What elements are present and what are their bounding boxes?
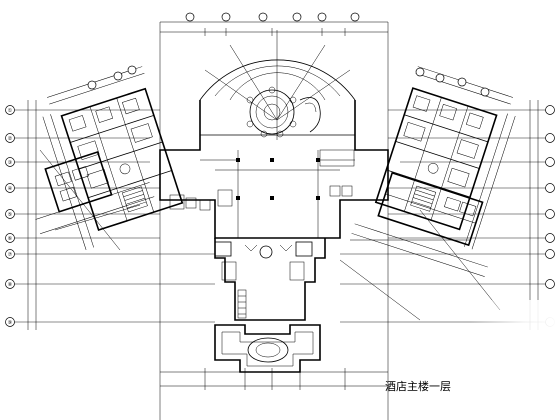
entrance-porch (214, 238, 326, 321)
left-lower-block (35, 150, 155, 234)
top-dimension-lines (159, 21, 389, 420)
top-axis-bubbles (185, 12, 360, 22)
axis-bubble-label: ③ (8, 160, 12, 166)
construction-lines (39, 149, 501, 321)
horizontal-grid-lines (10, 100, 550, 330)
axis-bubble-label: ⑦ (8, 252, 13, 258)
left-wing-axis-bubbles (87, 65, 137, 90)
axis-bubble-label: ⑨ (8, 320, 12, 326)
axis-bubble-label: ② (8, 136, 13, 142)
front-plaza (214, 324, 321, 373)
watermark-fade (470, 300, 560, 420)
right-wing (374, 66, 516, 250)
axis-bubble-label: ⑤ (8, 212, 12, 218)
right-wing-axis-bubbles (415, 67, 490, 97)
axis-bubble-label: ① (8, 108, 13, 114)
left-wing (42, 66, 184, 250)
right-axis-bubbles (545, 105, 555, 327)
right-lower-block (351, 171, 488, 277)
axis-bubble-label: ⑥ (8, 236, 13, 242)
axis-bubble-label: ⑧ (8, 282, 13, 288)
drawing-caption: 酒店主楼一层 (385, 380, 451, 393)
axis-bubble-label: ④ (8, 186, 13, 192)
rotunda-fan (199, 30, 356, 140)
left-axis-bubbles: ① ② ③ ④ ⑤ ⑥ ⑦ ⑧ ⑨ (5, 105, 15, 327)
central-block-walls (159, 100, 389, 239)
